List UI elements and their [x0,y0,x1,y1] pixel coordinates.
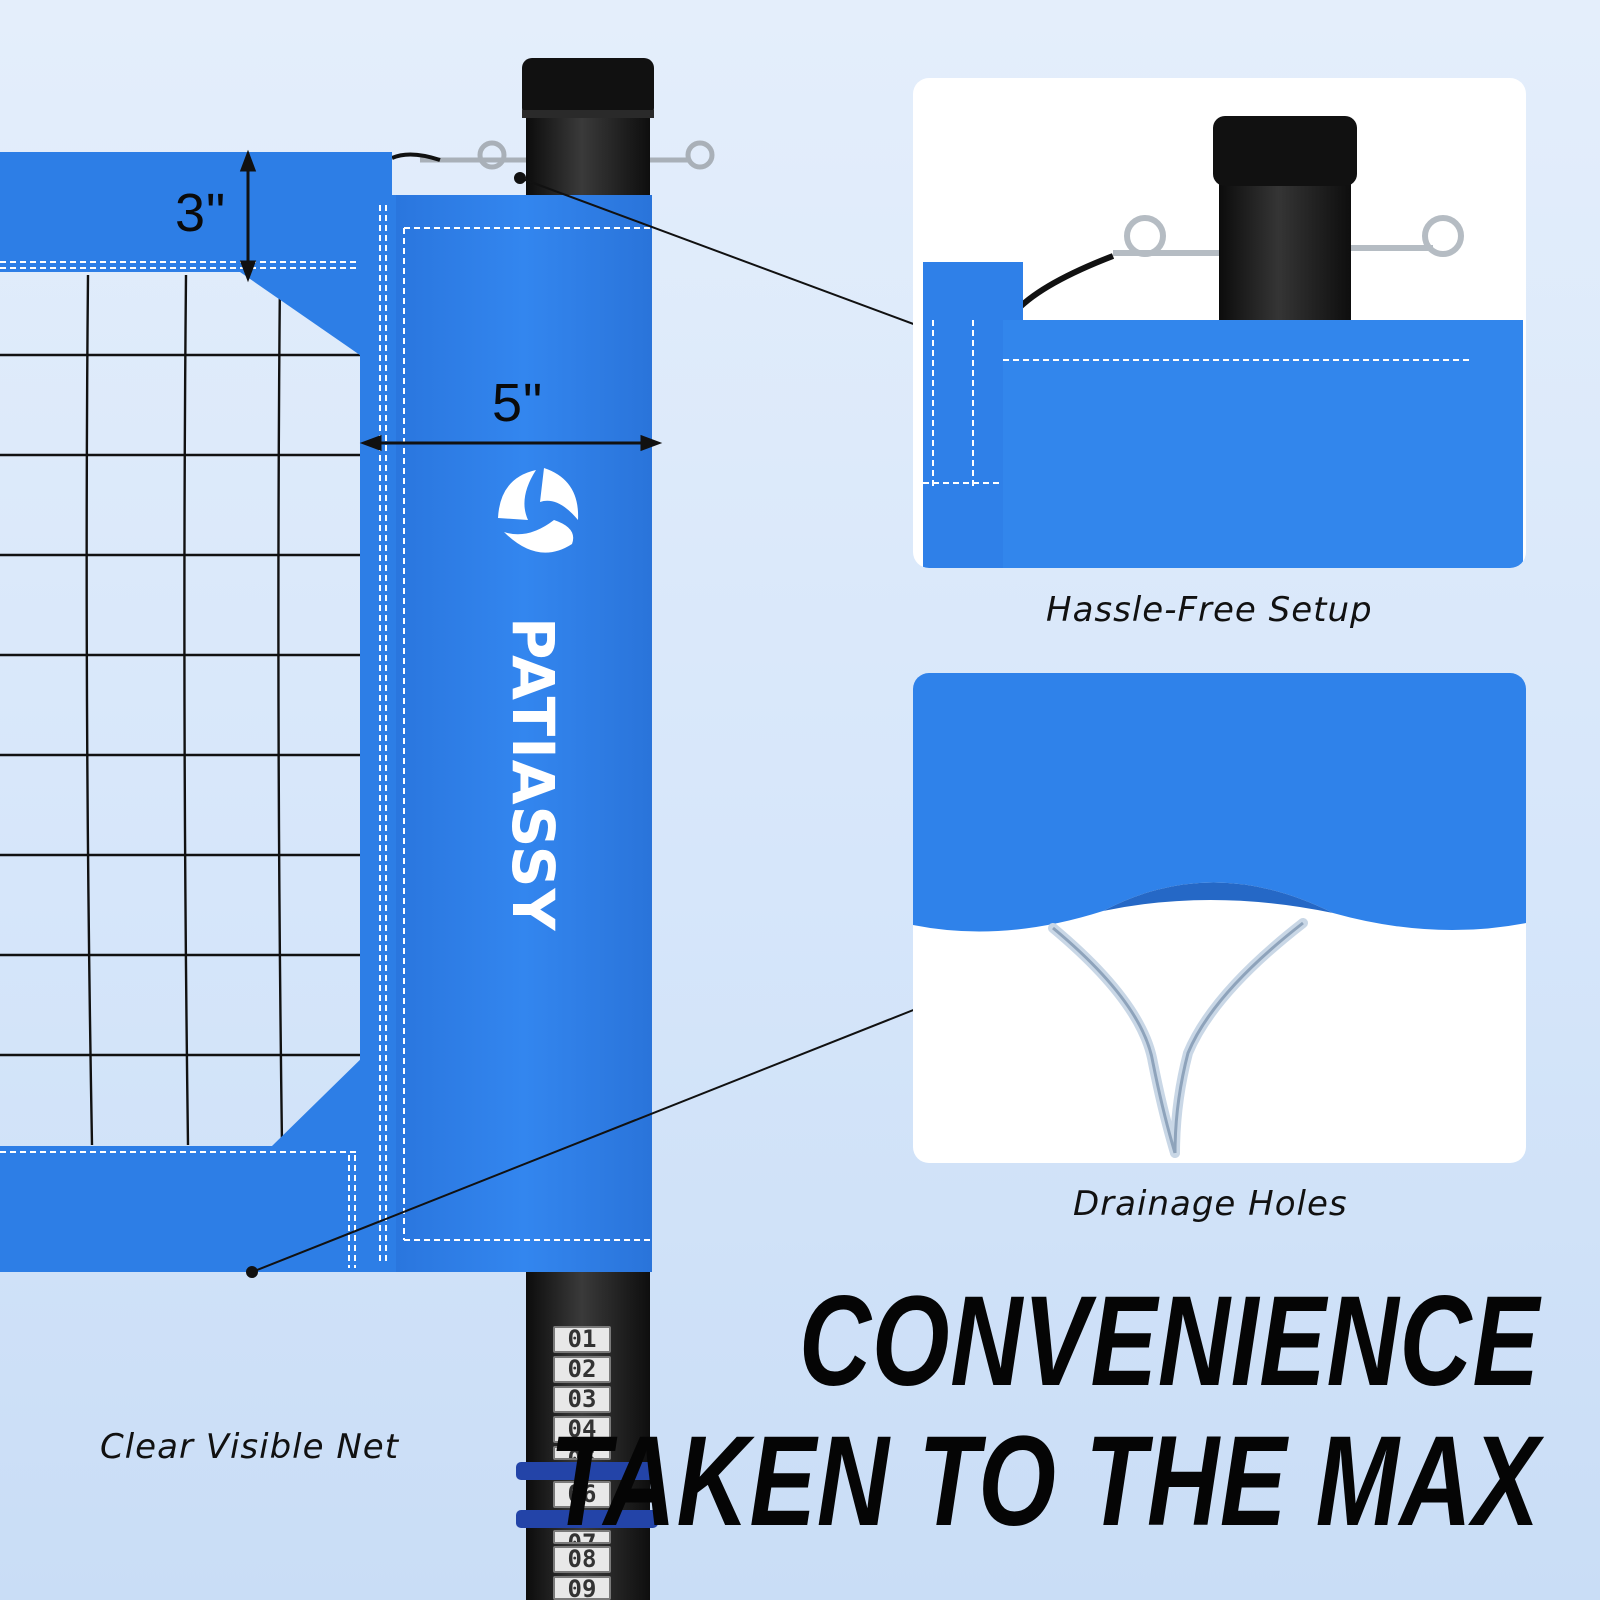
setup-detail-card [913,78,1526,568]
height-mark: 02 [553,1356,611,1383]
sleeve-side-band [360,195,400,1272]
callout-lines [246,172,936,1278]
drainage-caption: Drainage Holes [1073,1184,1348,1224]
pole-sleeve [396,195,652,1272]
height-mark: 04 [553,1416,611,1443]
top-band [0,152,392,362]
net-caption: Clear Visible Net [100,1427,400,1467]
sleeve-width-label: 5" [492,373,544,433]
height-mark: 01 [553,1326,611,1353]
volleyball-logo-icon [498,468,579,553]
net-mesh [0,274,370,1146]
height-mark: 09 [553,1576,611,1600]
band-height-label: 3" [175,183,227,243]
drainage-detail-image [913,673,1526,1158]
headline-line-2: TAKEN TO THE MAX [549,1410,1540,1553]
height-mark: 07 [553,1530,611,1544]
headline-line-1: CONVENIENCE [799,1270,1540,1413]
drainage-detail-card [913,673,1526,1163]
pole-strap [516,1462,658,1528]
dimension-arrow-5 [359,434,663,452]
bottom-band [0,1050,400,1272]
height-mark: 05 [553,1446,611,1460]
height-mark: 06 [553,1481,611,1508]
brand-name: PATIASSY [499,617,567,932]
height-mark: 08 [553,1546,611,1573]
dimension-arrow-3 [239,149,257,283]
setup-caption: Hassle-Free Setup [1046,590,1373,630]
height-mark: 03 [553,1386,611,1413]
tension-cord [391,152,441,162]
setup-detail-image [923,116,1523,568]
